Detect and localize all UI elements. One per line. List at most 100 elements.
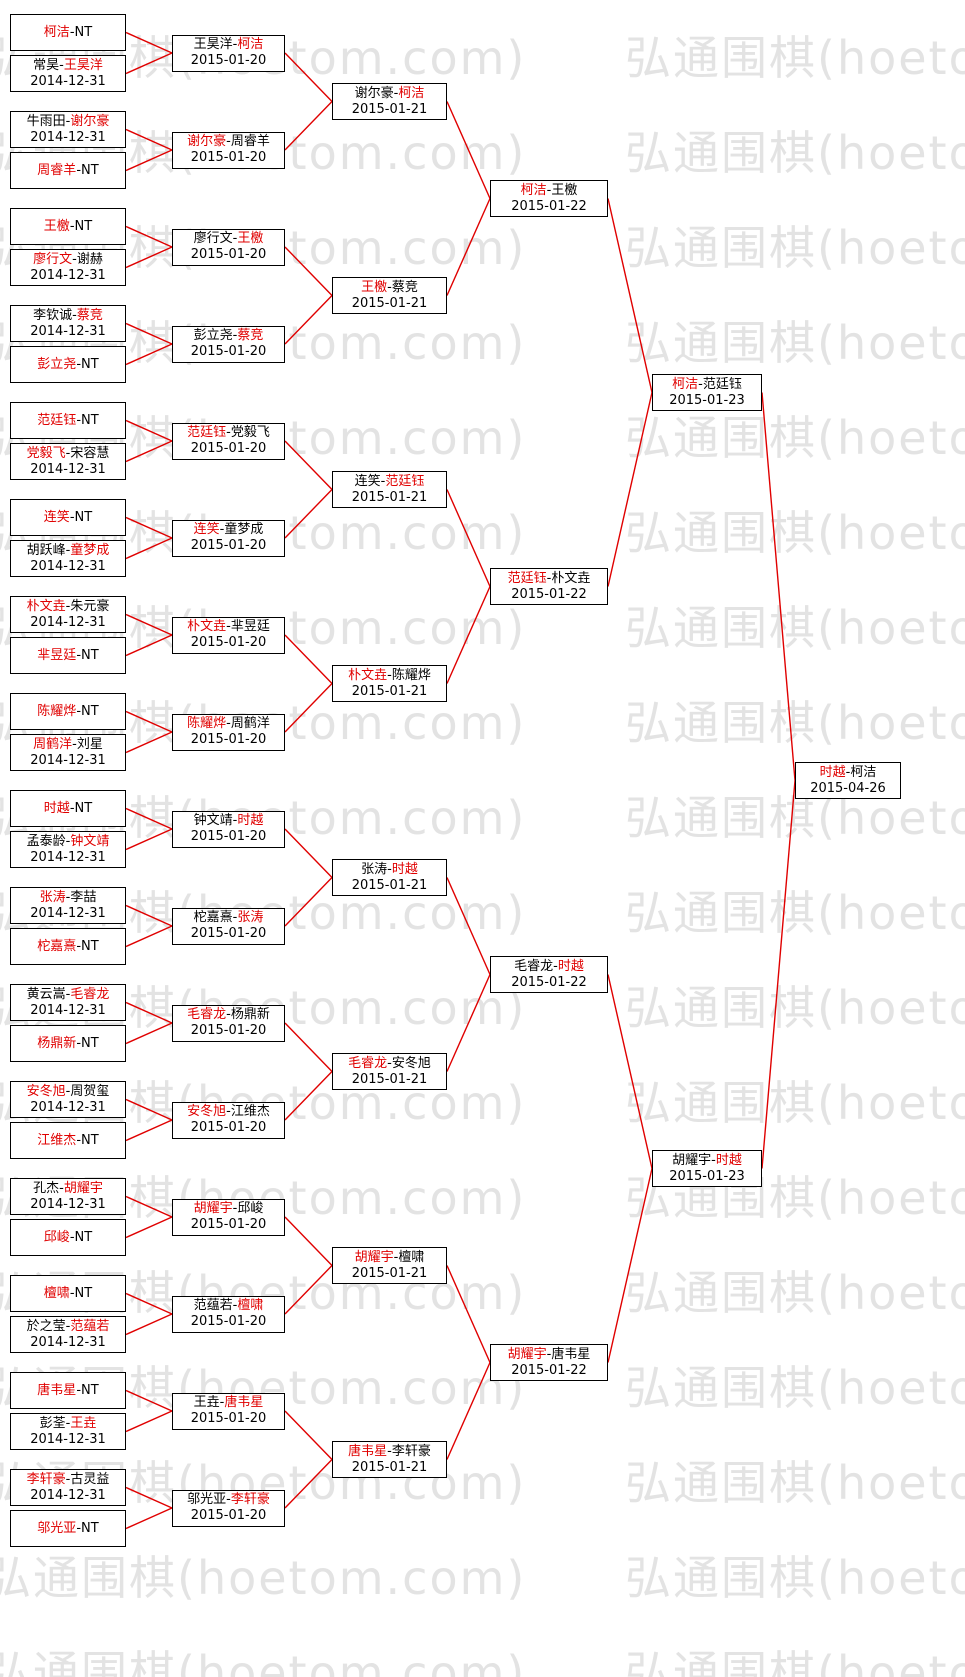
match-date: 2014-12-31 — [30, 73, 106, 89]
match-date: 2014-12-31 — [30, 1099, 106, 1115]
match-players: 朴文垚-朱元豪 — [27, 599, 110, 615]
player-name: 谢尔豪 — [354, 85, 394, 101]
player-name: 於之莹 — [26, 1318, 66, 1334]
name-separator: - — [845, 764, 851, 780]
match-date: 2014-12-31 — [30, 1431, 106, 1447]
bracket-line — [284, 1410, 333, 1460]
player-name: 彭荃 — [39, 1415, 66, 1431]
winner-name: 胡耀宇 — [507, 1346, 547, 1362]
winner-name: 柯洁 — [398, 85, 425, 101]
match-date: 2015-01-20 — [190, 344, 267, 359]
match-players: 时越-柯洁 — [820, 765, 877, 781]
winner-name: 柁嘉熹 — [37, 938, 77, 954]
match-players: 陈耀烨-周鹤洋 — [187, 716, 270, 732]
player-name: 周鹤洋 — [230, 716, 270, 731]
match-date: 2015-01-22 — [511, 586, 587, 602]
name-separator: - — [65, 445, 71, 461]
player-name: 安冬旭 — [391, 1055, 431, 1071]
name-separator: - — [393, 1249, 399, 1265]
bracket-line — [125, 904, 173, 927]
bracket-line — [761, 392, 796, 781]
winner-name: 童梦成 — [70, 542, 110, 558]
winner-name: 檀啸 — [237, 1298, 264, 1313]
bye-label: NT — [81, 1035, 99, 1051]
winner-name: 时越 — [237, 813, 264, 828]
winner-name: 廖行文 — [33, 251, 73, 267]
match-box-r1-5: 王檄-NT — [10, 208, 126, 245]
match-players: 谢尔豪-柯洁 — [355, 86, 425, 102]
winner-name: 芈昱廷 — [37, 647, 77, 663]
bracket-line — [607, 198, 653, 393]
bracket-line — [284, 489, 333, 539]
name-separator: - — [711, 1152, 716, 1168]
bye-label: NT — [81, 938, 99, 954]
winner-name: 范蕴若 — [70, 1318, 110, 1334]
player-name: 彭立尧 — [193, 328, 233, 343]
winner-name: 毛睿龙 — [348, 1055, 388, 1071]
match-players: 唐韦星-NT — [37, 1383, 98, 1399]
winner-name: 唐韦星 — [224, 1395, 264, 1410]
name-separator: - — [380, 473, 386, 489]
match-players: 邬光亚-李轩豪 — [187, 1492, 270, 1508]
watermark-tile: 弘通围棋(hoetom.com) — [625, 1076, 965, 1130]
winner-name: 连笑 — [43, 509, 70, 525]
bracket-line — [284, 828, 333, 878]
bracket-line — [125, 828, 173, 851]
player-name: 江维杰 — [230, 1104, 270, 1119]
match-players: 於之莹-范蕴若 — [27, 1319, 110, 1335]
match-date: 2015-01-21 — [351, 101, 428, 117]
match-players: 党毅飞-宋容慧 — [27, 446, 110, 462]
match-players: 朴文垚-芈昱廷 — [187, 619, 270, 635]
match-date: 2014-12-31 — [30, 267, 106, 283]
winner-name: 陈耀烨 — [187, 716, 227, 731]
bracket-line — [284, 1071, 333, 1121]
name-separator: - — [232, 37, 238, 52]
bracket-line — [125, 440, 173, 463]
winner-name: 柯洁 — [520, 182, 547, 198]
watermark-tile: 弘通围棋(hoetom.com) — [625, 1361, 965, 1415]
bracket-line — [125, 1216, 173, 1239]
match-players: 连笑-范廷钰 — [355, 474, 425, 490]
bracket-line — [125, 1001, 173, 1024]
match-players: 孟泰龄-钟文靖 — [27, 834, 110, 850]
winner-name: 檀啸 — [43, 1285, 70, 1301]
match-box-r1-22: 杨鼎新-NT — [10, 1025, 126, 1062]
match-date: 2015-01-23 — [669, 1168, 745, 1184]
bracket-line — [761, 780, 796, 1169]
match-box-r1-29: 唐韦星-NT — [10, 1372, 126, 1409]
match-box-r1-8: 彭立尧-NT — [10, 346, 126, 383]
winner-name: 陈耀烨 — [37, 703, 77, 719]
match-players: 连笑-童梦成 — [194, 522, 264, 538]
match-date: 2014-12-31 — [30, 1487, 106, 1503]
match-date: 2015-01-20 — [190, 732, 267, 747]
player-name: 张涛 — [361, 861, 388, 877]
match-players: 李钦诚-蔡竞 — [33, 308, 103, 324]
name-separator: - — [226, 619, 231, 634]
bracket-line — [125, 1313, 173, 1336]
watermark-tile: 弘通围棋(hoetom.com) — [625, 126, 965, 180]
match-box-r1-1: 柯洁-NT — [10, 14, 126, 51]
match-date: 2015-01-20 — [190, 1508, 267, 1523]
match-date: 2015-01-20 — [190, 635, 267, 650]
bracket-line — [125, 1410, 173, 1433]
bracket-line — [125, 516, 173, 539]
player-name: 连笑 — [354, 473, 381, 489]
match-players: 谢尔豪-周睿羊 — [187, 134, 270, 150]
name-separator: - — [387, 279, 392, 295]
bracket-line — [125, 1195, 173, 1218]
match-box-r1-11: 连笑-NT — [10, 499, 126, 536]
winner-name: 毛睿龙 — [70, 986, 110, 1002]
match-date: 2015-01-20 — [190, 1217, 267, 1232]
name-separator: - — [387, 667, 392, 683]
player-name: 党毅飞 — [230, 425, 270, 440]
